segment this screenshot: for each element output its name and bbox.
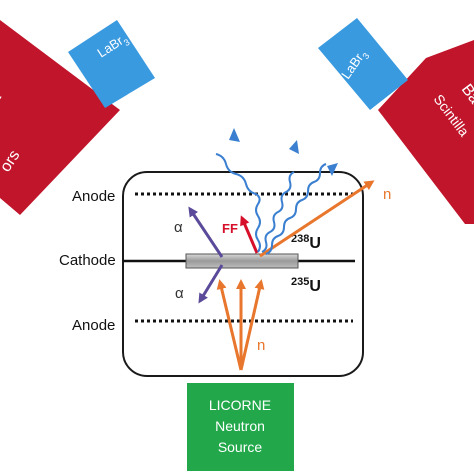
neutron-out-label: n [383,186,391,203]
fission-fragment-label: FF [222,221,238,236]
gamma-wave-3-head [327,163,338,176]
gamma-wave-2 [261,171,295,253]
neutron-in-arrow-right [239,279,265,371]
u235-mass: 235 [291,276,309,288]
fission-fragment-arrow [240,215,259,254]
labr-left-block: LaBr3 [68,20,155,108]
alpha-arrow-up [188,206,224,258]
gamma-wave-1-head [229,128,240,142]
anode-bottom-label: Anode [72,317,115,334]
neutron-in-label: n [257,337,265,354]
alpha-top-label: α [174,219,183,236]
source-line-1: LICORNE [209,397,271,413]
neutron-out-arrow [259,180,375,258]
u238-mass: 238 [291,233,309,245]
labr-left-subscript: 3 [122,37,132,48]
u238-element: U [309,235,321,252]
alpha-bottom-label: α [175,285,184,302]
source-line-3: Source [218,439,263,455]
u235-element: U [309,278,321,295]
neutron-in-arrow-left [216,279,243,371]
licorne-source-block: LICORNE Neutron Source [187,383,294,471]
cathode-label: Cathode [59,252,116,269]
labr-right-block: LaBr3 [318,18,408,110]
labr-right-subscript: 3 [360,51,371,61]
gamma-wave-2-head [289,140,299,154]
right-detector-block: Ba Scintilla [378,40,474,224]
source-line-2: Neutron [215,418,265,434]
gamma-wave-1 [215,153,261,253]
left-detector-block: ors - [0,20,120,215]
u238-label: 238U [291,233,321,252]
u235-label: 235U [291,276,321,295]
gamma-wave-3 [265,163,327,255]
alpha-arrow-down [198,264,224,304]
anode-top-label: Anode [72,188,115,205]
uranium-target [185,253,299,269]
fission-chamber [122,171,364,377]
